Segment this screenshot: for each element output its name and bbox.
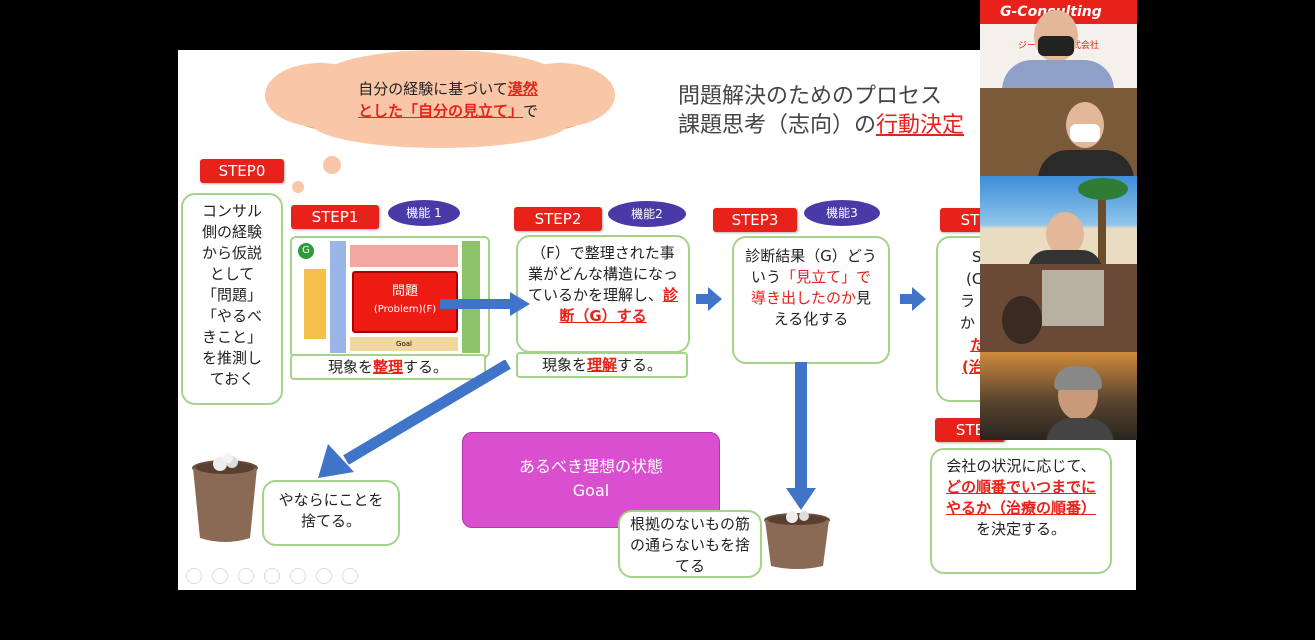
step5-text-c: を決定する。 xyxy=(975,520,1066,538)
step2-caption-c: する。 xyxy=(617,356,663,374)
step4-text-d: か xyxy=(960,314,976,332)
slides-icon[interactable] xyxy=(264,568,280,584)
step2-badge: STEP2 xyxy=(514,207,602,231)
zoom-icon[interactable] xyxy=(290,568,306,584)
step2-caption: 現象を理解する。 xyxy=(516,352,688,378)
step1-caption-a: 現象を xyxy=(327,358,373,376)
step4-text-b: (C xyxy=(966,270,983,288)
step2-box: （F）で整理された事業がどんな構造になっているかを理解し、診断（G）する xyxy=(516,235,690,353)
step3-text-a: 診断結果（G）どういう xyxy=(745,247,877,286)
step2-text-b: 診断（G）する xyxy=(559,286,679,325)
step5-text-b: どの順番でいつまでにやるか（治療の順番） xyxy=(945,478,1096,517)
video-tile-host[interactable]: G-Consulting ジーコン 株式会社 xyxy=(980,0,1137,88)
thought-cloud xyxy=(265,50,615,193)
palm-tree xyxy=(1098,184,1106,264)
face-mask xyxy=(1070,124,1100,142)
discard2-box: 根拠のないもの筋の通らないもを捨てる xyxy=(618,510,762,578)
step1-caption-b: 整理 xyxy=(372,358,403,376)
participant-suit xyxy=(1046,418,1114,440)
participant-suit xyxy=(1038,150,1134,176)
video-tile-5[interactable] xyxy=(980,352,1137,440)
thought-text: 自分の経験に基づいて漠然 とした「自分の見立て」で xyxy=(298,78,598,122)
video-tile-2[interactable] xyxy=(980,88,1137,176)
diagram-pink-top xyxy=(350,245,458,267)
slide-toolbar[interactable] xyxy=(186,568,358,586)
func1-badge: 機能 1 xyxy=(388,200,460,226)
participant-face xyxy=(1002,296,1042,344)
diagram-green xyxy=(462,241,480,353)
participant-hair xyxy=(1054,366,1102,390)
diagram-g-circle: G xyxy=(298,243,314,259)
step5-text-a: 会社の状況に応じて、 xyxy=(946,457,1096,475)
video-tile-3[interactable] xyxy=(980,176,1137,264)
thought-emph1: 漠然 xyxy=(507,80,538,98)
window-blind xyxy=(1042,270,1104,326)
diagram-center-line1: 問題 xyxy=(391,284,418,299)
slide-title: 問題解決のためのプロセス 課題思考（志向）の行動決定 xyxy=(678,82,964,140)
title-line2-prefix: 課題思考（志向）の xyxy=(678,113,877,138)
more-icon[interactable] xyxy=(342,568,358,584)
presentation-slide: 自分の経験に基づいて漠然 とした「自分の見立て」で 問題解決のためのプロセス 課… xyxy=(178,50,1136,590)
step2-caption-b: 理解 xyxy=(586,356,617,374)
title-line2: 課題思考（志向）の行動決定 xyxy=(678,111,964,140)
step3-badge: STEP3 xyxy=(713,208,797,232)
diagram-yellow xyxy=(304,269,326,339)
subtitle-icon[interactable] xyxy=(316,568,332,584)
participant-suit xyxy=(1028,250,1102,264)
next-icon[interactable] xyxy=(212,568,228,584)
goal-line2: Goal xyxy=(572,481,610,500)
diagram-bottom: Goal xyxy=(350,337,458,351)
step1-caption-c: する。 xyxy=(403,358,449,376)
diagram-blue xyxy=(330,241,346,353)
step4-text-a: S xyxy=(972,248,982,266)
title-line2-emph: 行動決定 xyxy=(876,113,965,138)
discard1-box: やならにことを捨てる。 xyxy=(262,480,400,546)
func2-badge: 機能2 xyxy=(608,201,686,227)
palm-leaves xyxy=(1078,178,1128,200)
step5-box: 会社の状況に応じて、どの順番でいつまでにやるか（治療の順番） を決定する。 xyxy=(930,448,1112,574)
step4-text-c: ラ xyxy=(960,292,976,310)
step4-text-f: (治 xyxy=(962,358,984,376)
participant-face xyxy=(1046,212,1084,256)
pen-icon[interactable] xyxy=(238,568,254,584)
title-line1: 問題解決のためのプロセス xyxy=(678,84,943,109)
step3-box: 診断結果（G）どういう「見立て」で導き出したのか見える化する xyxy=(732,236,890,364)
arrow-step1-to-step2 xyxy=(440,292,530,316)
step0-box: コンサル側の経験から仮説として「問題」「やるべきこと」を推測しておく xyxy=(181,193,283,405)
goal-line1: あるべき理想の状態 xyxy=(518,457,663,476)
wastebasket-icon xyxy=(192,453,258,542)
arrow-step2-to-step3 xyxy=(696,287,722,311)
participant-suit xyxy=(1002,60,1114,88)
step1-caption: 現象を整理する。 xyxy=(290,354,486,380)
diagram-center-line2: (Problem)(F) xyxy=(373,304,437,315)
prev-icon[interactable] xyxy=(186,568,202,584)
step0-badge: STEP0 xyxy=(200,159,284,183)
func3-badge: 機能3 xyxy=(804,200,880,226)
thought-line1: 自分の経験に基づいて xyxy=(358,80,508,98)
thought-tail: で xyxy=(523,102,539,120)
step2-text-a: （F）で整理された事業がどんな構造になっているかを理解し、 xyxy=(527,244,678,304)
thought-emph2: とした「自分の見立て」 xyxy=(357,102,523,120)
arrow-to-discard1 xyxy=(318,360,511,478)
arrow-step3-to-step4 xyxy=(900,287,926,311)
face-mask xyxy=(1038,36,1074,56)
step2-caption-a: 現象を xyxy=(541,356,587,374)
step3-text-b: 「見立て」で導き出したのか xyxy=(750,268,872,307)
step3-text-c: 見える化する xyxy=(773,289,872,328)
arrow-to-discard2 xyxy=(786,362,816,510)
video-tile-4[interactable] xyxy=(980,264,1137,352)
step1-badge: STEP1 xyxy=(291,205,379,229)
wastebasket-icon xyxy=(764,511,830,569)
